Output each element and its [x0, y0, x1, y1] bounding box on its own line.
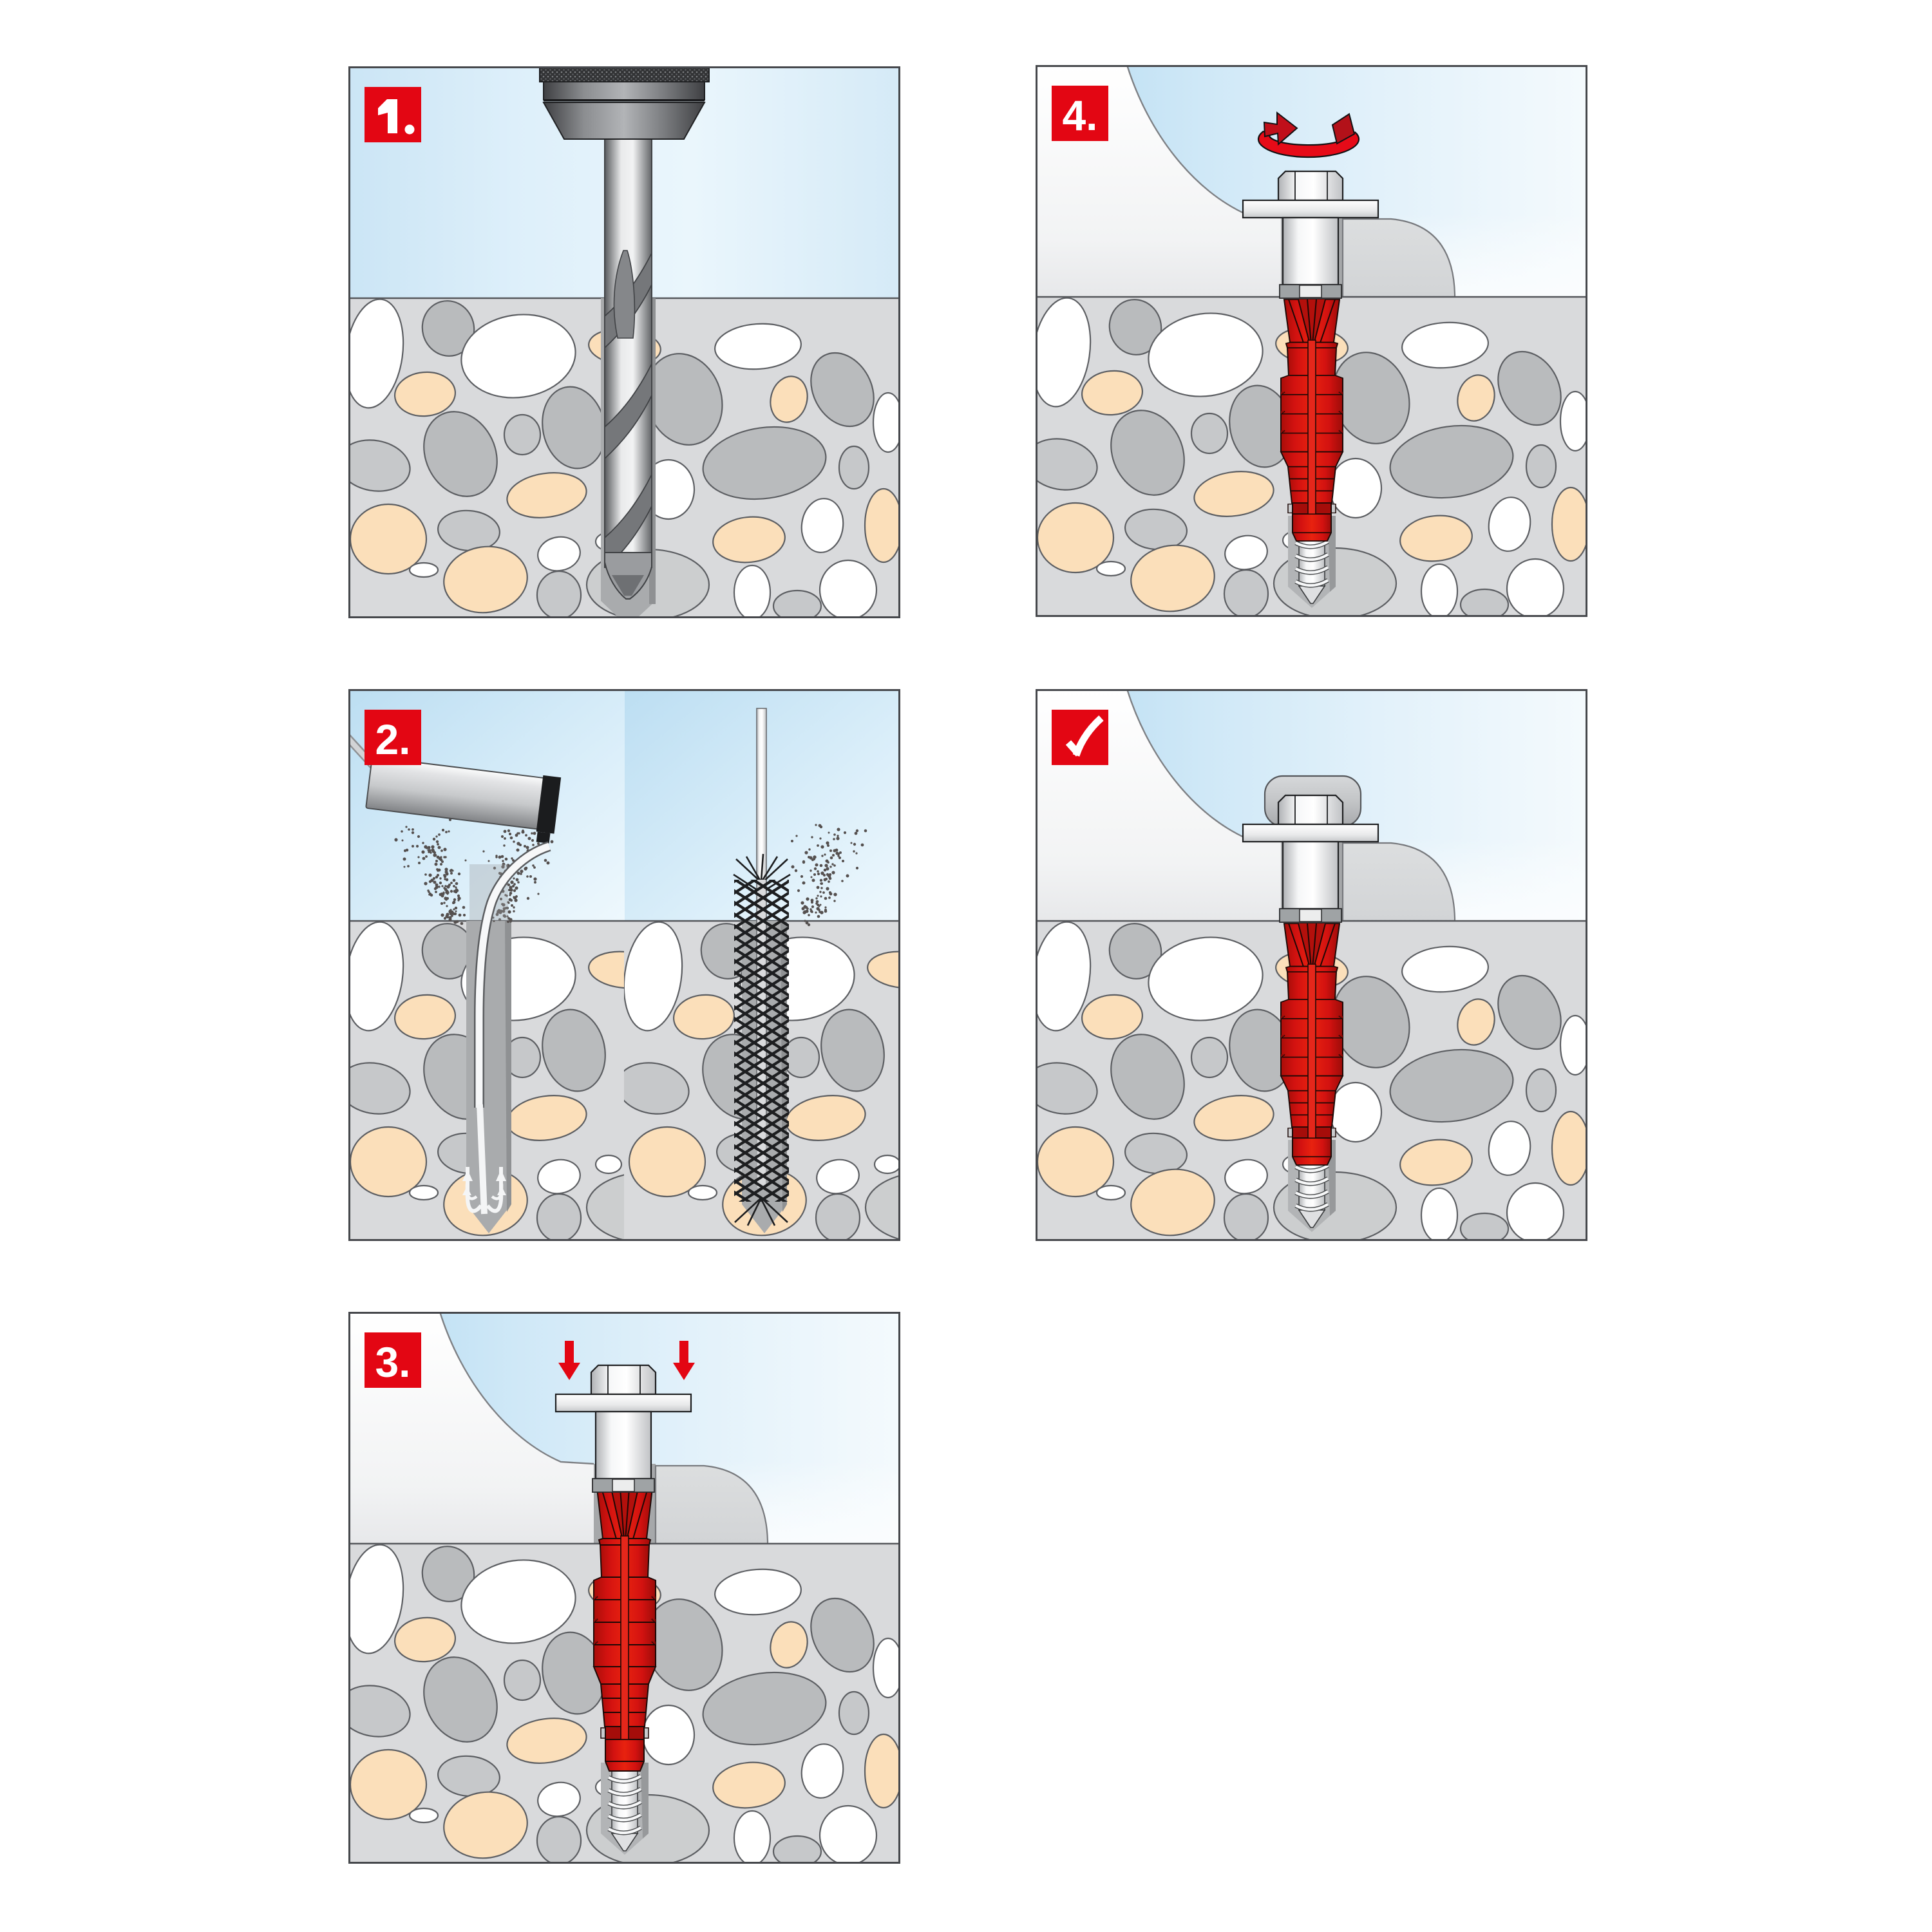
svg-text:2.: 2. — [375, 715, 410, 763]
svg-text:4.: 4. — [1062, 91, 1097, 139]
svg-text:3.: 3. — [375, 1338, 410, 1386]
